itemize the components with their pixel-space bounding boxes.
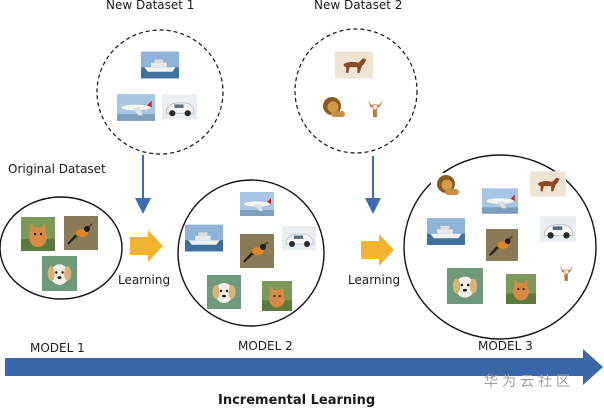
- learning-arrow-2: [361, 234, 394, 266]
- model-3-circle: [403, 154, 597, 340]
- ship-image: [427, 218, 465, 245]
- bird-image: [64, 216, 98, 250]
- ship-image: [185, 224, 223, 252]
- new-dataset-1-label: New Dataset 1: [106, 0, 195, 12]
- cat-image: [506, 274, 536, 304]
- model-2-label: MODEL 2: [238, 339, 293, 353]
- model-2-circle: [177, 179, 325, 327]
- airplane-image: [117, 94, 155, 121]
- airplane-image: [482, 188, 518, 214]
- footer-title: Incremental Learning: [218, 393, 376, 408]
- new-dataset-1-circle: [96, 29, 224, 155]
- dog-image: [447, 268, 483, 304]
- airplane-image: [240, 192, 274, 216]
- new-dataset-2-circle: [294, 28, 418, 154]
- car-image: [282, 225, 316, 251]
- lion-image: [317, 95, 351, 119]
- watermark-text: 华为云社区: [484, 374, 574, 390]
- model-1-circle: [0, 196, 123, 300]
- new-dataset-2-label: New Dataset 2: [314, 0, 403, 12]
- bird-image: [486, 229, 518, 261]
- horse-image: [335, 51, 373, 79]
- deer-image: [552, 261, 582, 283]
- ship-image: [141, 51, 179, 79]
- learning-arrow-1: [130, 230, 163, 262]
- learning-label-2: Learning: [348, 273, 401, 287]
- car-image: [540, 215, 576, 243]
- dog-image: [207, 275, 241, 309]
- cat-image: [21, 217, 55, 251]
- dog-image: [42, 256, 77, 291]
- cat-image: [262, 281, 292, 311]
- deer-image: [359, 95, 393, 119]
- timeline-arrow: [5, 349, 603, 385]
- original-dataset-label: Original Dataset: [8, 162, 106, 176]
- learning-label-1: Learning: [118, 273, 171, 287]
- model-1-label: MODEL 1: [30, 341, 85, 355]
- horse-image: [530, 171, 566, 197]
- bird-image: [240, 234, 274, 268]
- model-3-label: MODEL 3: [478, 339, 533, 353]
- lion-image: [431, 173, 465, 197]
- car-image: [162, 94, 197, 120]
